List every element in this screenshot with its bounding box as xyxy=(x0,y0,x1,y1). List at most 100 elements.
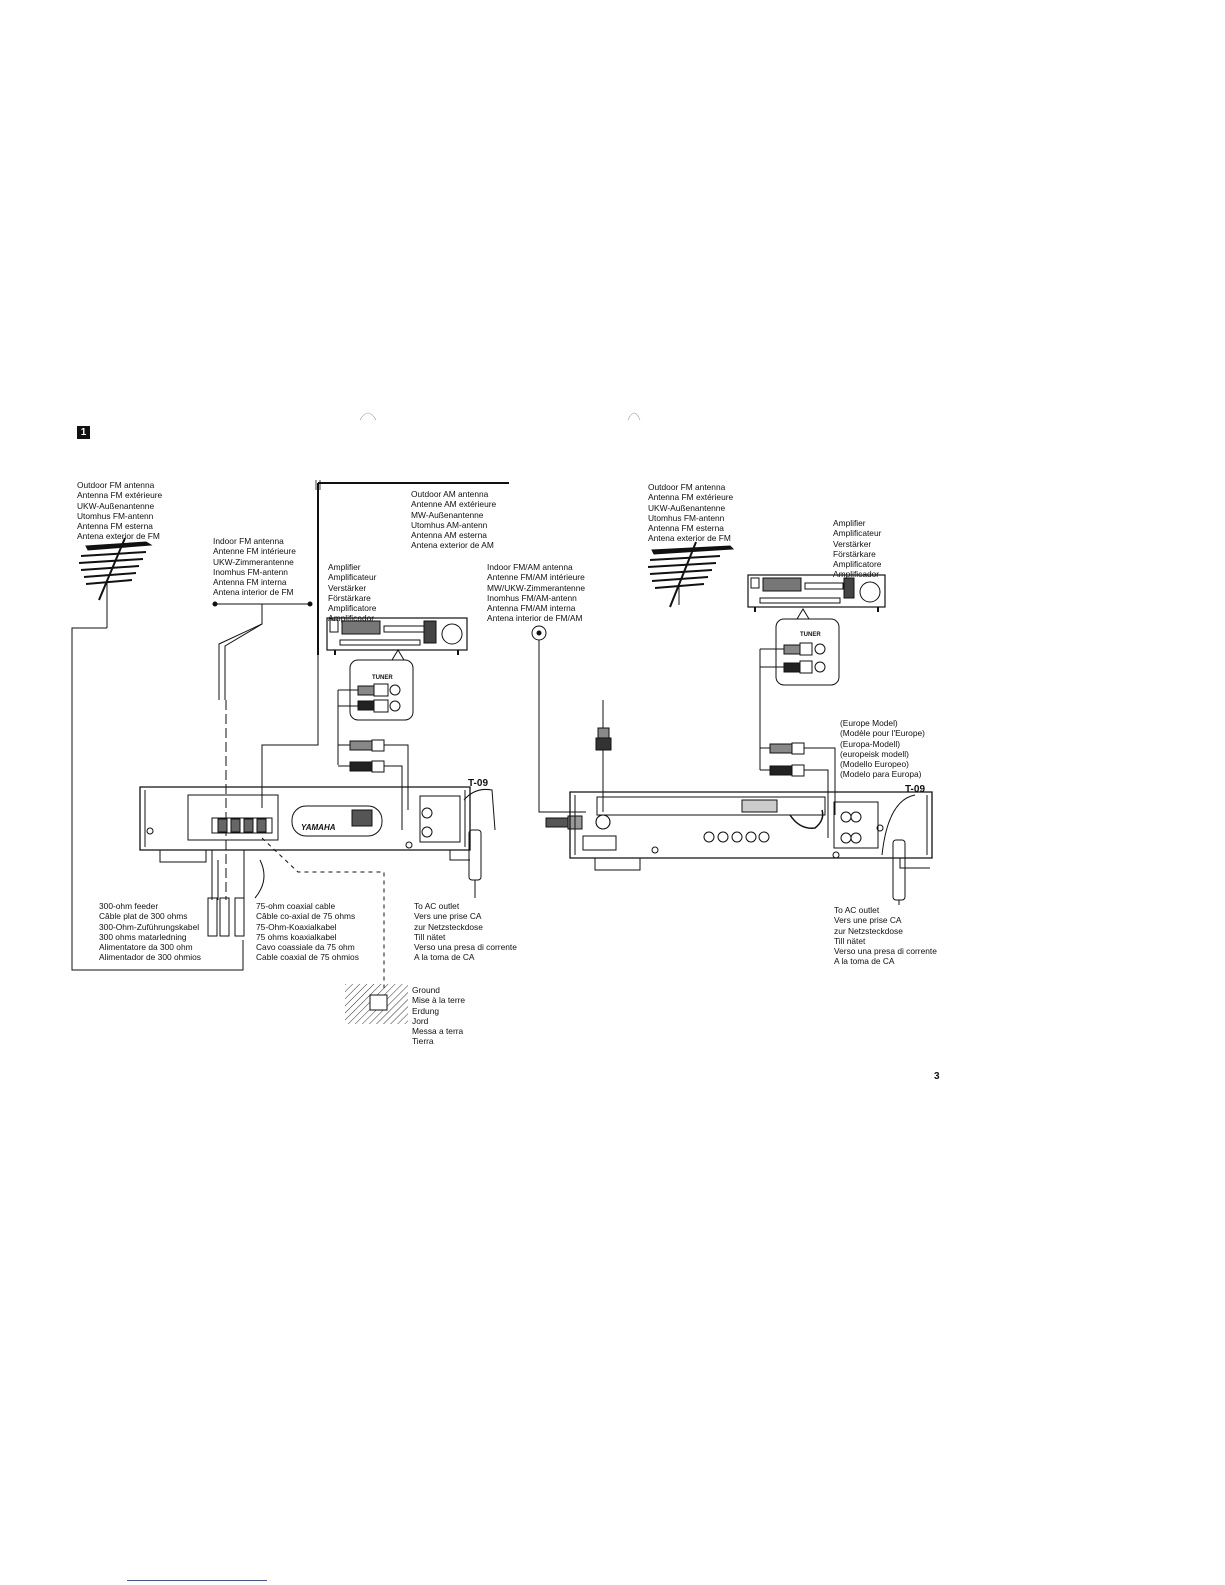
label-line: (Modello Europeo) xyxy=(840,759,909,770)
label-line: Ground xyxy=(412,985,440,995)
label-line: Utomhus AM-antenn xyxy=(411,519,488,530)
tuner-rear-panel-right xyxy=(569,791,933,871)
footer-link-underline[interactable] xyxy=(127,1580,267,1581)
label-line: Verstärker xyxy=(833,538,872,549)
label-line: Amplificatore xyxy=(328,603,377,614)
tuner-label-left: TUNER xyxy=(372,675,393,681)
feeder-line-outdoor xyxy=(71,627,244,971)
scan-mark xyxy=(627,412,641,421)
figure-number-badge: 1 xyxy=(77,426,90,439)
label-line: Verso una presa di corrente xyxy=(414,942,517,953)
label-line: Förstärkare xyxy=(328,592,371,603)
label-line: UKW-Außenantenne xyxy=(77,500,155,511)
label-line: Indoor FM/AM antenna xyxy=(487,562,573,572)
label-line: Antena exterior de AM xyxy=(411,540,494,551)
label-line: (Europa-Modell) xyxy=(840,738,901,749)
label-line: Antenna AM esterna xyxy=(411,530,487,541)
label-line: Antenna FM extérieure xyxy=(77,490,163,501)
label-line: (Europe Model) xyxy=(840,718,898,728)
label-line: Mise à la terre xyxy=(412,995,466,1006)
label-line: Förstärkare xyxy=(833,548,876,559)
label-line: Antena interior de FM/AM xyxy=(487,613,583,624)
scan-mark xyxy=(359,412,377,421)
safety-marks xyxy=(703,831,770,843)
label-line: Cavo coassiale da 75 ohm xyxy=(256,942,355,953)
outdoor-fm-antenna-icon xyxy=(78,537,153,628)
label-line: Vers une prise CA xyxy=(414,911,482,922)
label-line: Câble plat de 300 ohms xyxy=(99,911,188,922)
label-line: Amplifier xyxy=(328,562,361,572)
tuner-input-callout-left: TUNER xyxy=(337,649,414,765)
label-line: Inomhus FM/AM-antenn xyxy=(487,592,577,603)
rca-cable-right xyxy=(760,742,836,838)
label-line: Vers une prise CA xyxy=(834,915,902,926)
ground-symbol xyxy=(345,984,408,1024)
label-line: Antenne FM/AM intérieure xyxy=(487,572,585,583)
label-line: Tierra xyxy=(412,1036,434,1047)
label-line: UKW-Zimmerantenne xyxy=(213,556,294,567)
label-line: MW/UKW-Zimmerantenne xyxy=(487,582,586,593)
label-line: zur Netzsteckdose xyxy=(414,921,483,932)
label-line: Inomhus FM-antenn xyxy=(213,566,288,577)
label-line: 300-ohm feeder xyxy=(99,901,159,911)
ac-cord-left xyxy=(463,789,496,898)
label-line: Antenna FM/AM interna xyxy=(487,603,576,614)
label-line: Verso una presa di corrente xyxy=(834,946,937,957)
label-line: Amplificateur xyxy=(328,572,377,583)
label-line: Amplificatore xyxy=(833,559,882,570)
label-line: UKW-Außenantenne xyxy=(648,502,726,513)
label-line: Antenne FM intérieure xyxy=(213,546,296,557)
label-line: Antenna FM interna xyxy=(213,577,287,588)
model-tag-left: T-09 xyxy=(468,778,488,789)
outdoor-fm-antenna-icon-right xyxy=(647,541,735,608)
indoor-fm-antenna-icon xyxy=(212,601,313,700)
label-line: Alimentatore da 300 ohm xyxy=(99,942,193,953)
label-line: Cable coaxial de 75 ohmios xyxy=(256,952,359,963)
label-line: Utomhus FM-antenn xyxy=(648,512,725,523)
label-line: zur Netzsteckdose xyxy=(834,925,903,936)
label-line: (europeisk modell) xyxy=(840,748,909,759)
label-line: To AC outlet xyxy=(414,901,460,911)
outdoor-am-wire xyxy=(261,480,509,808)
amplifier-icon-left xyxy=(326,617,468,655)
label-line: A la toma de CA xyxy=(414,952,475,963)
label-line: Antena exterior de FM xyxy=(77,531,160,542)
label-line: MW-Außenantenne xyxy=(411,509,484,520)
label-line: Câble co-axial de 75 ohms xyxy=(256,911,356,922)
ac-cord-right xyxy=(881,794,916,905)
label-line: (Modelo para Europa) xyxy=(840,769,922,780)
cable-plugs-bottom xyxy=(207,859,265,937)
yamaha-brand: YAMAHA xyxy=(301,823,336,832)
rca-cable-left xyxy=(338,739,409,830)
label-line: Erdung xyxy=(412,1005,440,1016)
label-line: Antenna FM esterna xyxy=(77,521,153,532)
label-line: (Modèle pour l'Europe) xyxy=(840,728,925,739)
label-line: Outdoor FM antenna xyxy=(648,482,726,492)
tuner-label-right: TUNER xyxy=(800,632,821,638)
label-line: Outdoor AM antenna xyxy=(411,489,489,499)
label-line: Indoor FM antenna xyxy=(213,536,284,546)
model-tag-right: T-09 xyxy=(905,784,925,795)
label-line: Till nätet xyxy=(414,931,446,942)
label-line: Outdoor FM antenna xyxy=(77,480,155,490)
label-europe-model: (Europe Model)(Modèle pour l'Europe)(Eur… xyxy=(840,718,925,780)
label-line: Antenna FM esterna xyxy=(648,523,724,534)
label-line: 300 ohms matarledning xyxy=(99,931,187,942)
label-line: Antenna FM extérieure xyxy=(648,492,734,503)
label-line: 300-Ohm-Zuführungskabel xyxy=(99,921,200,932)
label-line: Antena interior de FM xyxy=(213,587,294,598)
label-line: Amplifier xyxy=(833,518,866,528)
label-line: Antena exterior de FM xyxy=(648,533,731,544)
label-line: Alimentador de 300 ohmios xyxy=(99,952,201,963)
label-line: Messa a terra xyxy=(412,1026,464,1037)
antenna-feed-lines xyxy=(211,850,245,900)
